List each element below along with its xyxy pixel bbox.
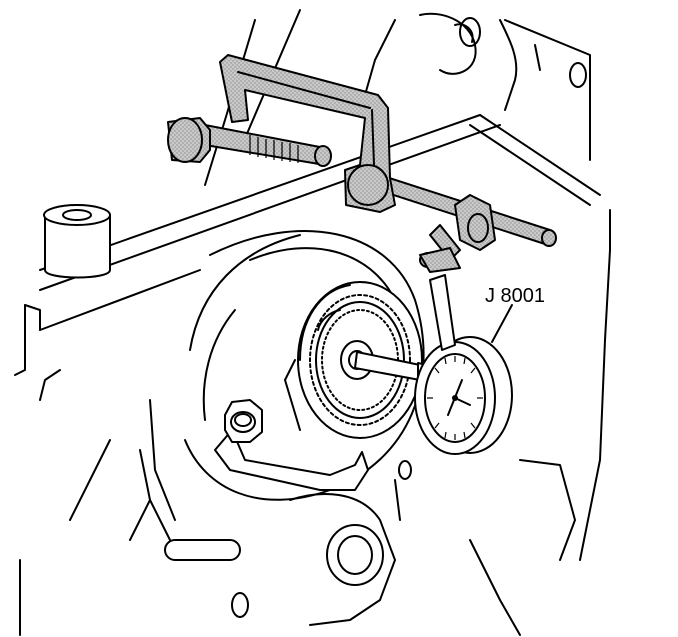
dial-indicator-gauge — [414, 274, 513, 455]
callout-leader-line — [491, 304, 513, 343]
camshaft-nose — [340, 340, 421, 381]
tool-label-j8001: J 8001 — [485, 285, 545, 307]
engine-block-outline — [14, 9, 611, 636]
engine-boss-cylinder — [43, 204, 111, 279]
dial-face-graduations — [427, 356, 483, 440]
c-clamp-fixture — [167, 54, 396, 213]
thrust-plate-bracket — [214, 359, 369, 491]
tool-callout: J 8001 — [485, 285, 545, 343]
indicator-support-bar — [377, 174, 557, 273]
bolt-hex-head — [224, 399, 263, 443]
